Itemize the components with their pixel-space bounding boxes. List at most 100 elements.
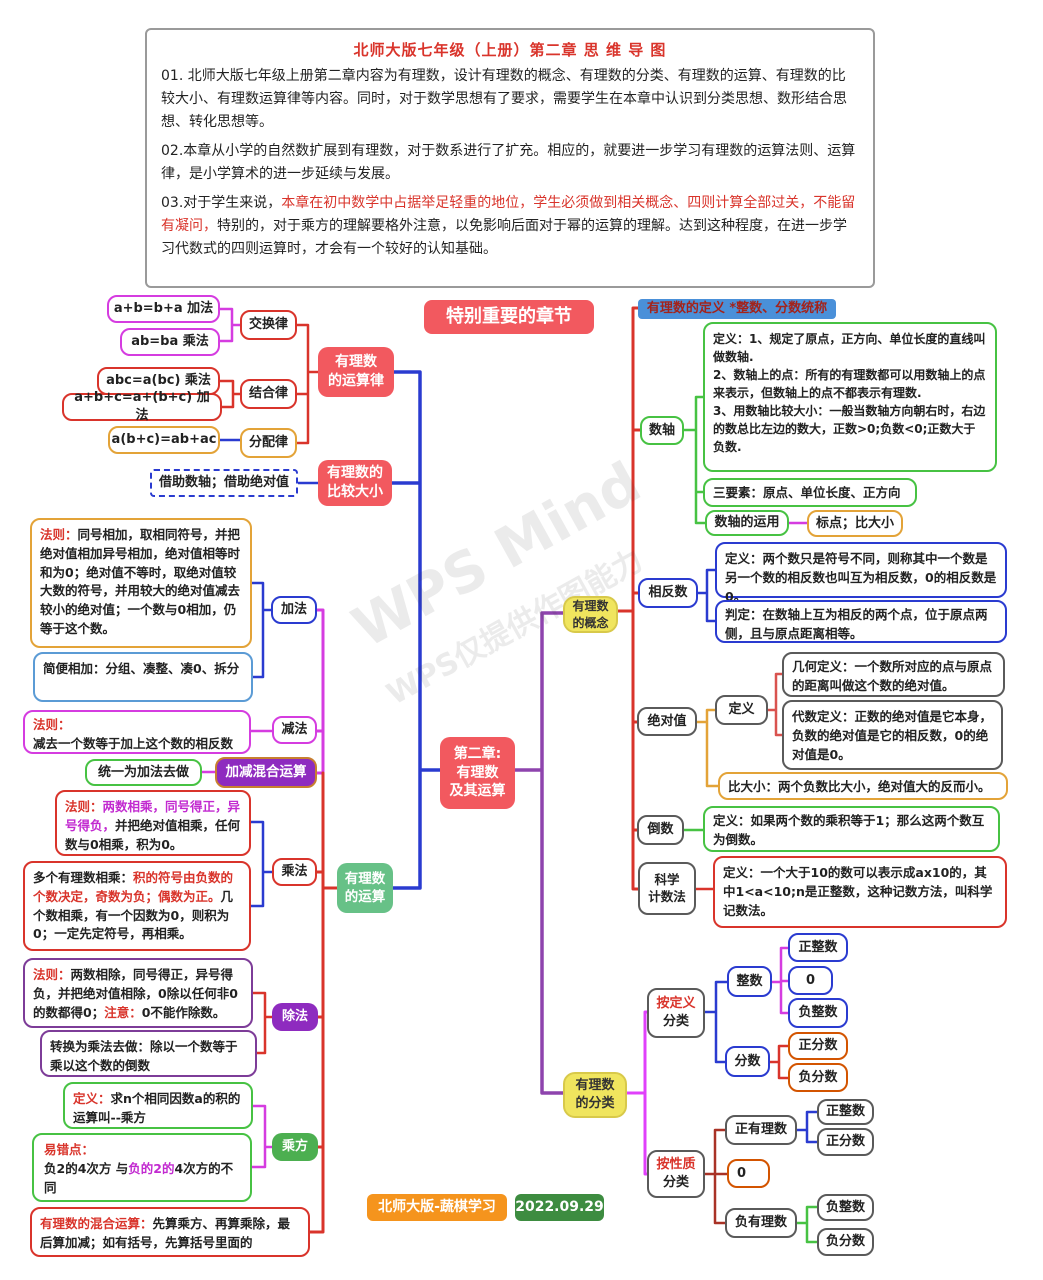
node-power[interactable]: 乘方	[272, 1133, 318, 1161]
node-commutative-law[interactable]: 交换律	[240, 310, 297, 340]
add-rule-text: 同号相加，取相同符号，并把绝对值相加异号相加，绝对值相等时和为0；绝对值不等时，…	[40, 527, 241, 636]
node-law-add-assoc[interactable]: a+b+c=a+(b+c) 加法	[62, 390, 222, 423]
mixed-ops-text: 先算乘方、再算乘除，最后算加减；如有括号，先算括号里面的	[40, 1216, 291, 1250]
node-pos-fraction[interactable]: 正分数	[788, 1032, 848, 1060]
node-abs-geo[interactable]: 几何定义：一个数所对应的点与原点的距离叫做这个数的绝对值。	[782, 652, 1005, 697]
node-pow-def[interactable]: 定义：求n个相同因数a的积的运算叫--乘方	[63, 1082, 253, 1129]
node-pos-rational[interactable]: 正有理数	[725, 1115, 797, 1145]
node-associative-law[interactable]: 结合律	[240, 379, 297, 409]
node-axis-elements[interactable]: 三要素：原点、单位长度、正方向	[703, 478, 917, 507]
edge-main-left	[390, 370, 442, 890]
pow-def-text: 求n个相同因数a的积的运算叫--乘方	[73, 1091, 241, 1125]
node-reciprocal-def[interactable]: 定义：如果两个数的乘积等于1；那么这两个数互为倒数。	[703, 806, 1000, 852]
header-title: 北师大版七年级（上册）第二章 思 维 导 图	[353, 41, 667, 59]
edge-axis-bracket	[682, 395, 707, 525]
brand-badge: 北师大版-蔬棋学习	[367, 1194, 507, 1221]
node-axis-def[interactable]: 定义：1、规定了原点，正方向、单位长度的直线叫做数轴. 2、数轴上的点：所有的有…	[703, 322, 997, 472]
node-addition[interactable]: 加法	[271, 596, 317, 624]
node-by-property[interactable]: 按性质 分类	[647, 1150, 705, 1198]
node-subtraction[interactable]: 减法	[272, 716, 317, 744]
node-integer[interactable]: 整数	[727, 966, 772, 997]
edge-ops-trunk-lower	[308, 771, 339, 1234]
node-scientific-def[interactable]: 定义：一个大于10的数可以表示成ax10的，其中1<a<10;n是正整数，这种记…	[713, 856, 1007, 928]
header-note[interactable]: 北师大版七年级（上册）第二章 思 维 导 图 01. 北师大版七年级上册第二章内…	[145, 28, 875, 288]
date-badge: 2022.09.29	[515, 1194, 604, 1221]
pow-error-text: 负2的4次方 与负的2的4次方的不同	[44, 1160, 240, 1198]
node-abs[interactable]: 绝对值	[637, 707, 697, 736]
node-addsub-mixed[interactable]: 加减混合运算	[215, 757, 317, 788]
node-rational-definition[interactable]: 有理数的定义 *整数、分数统称	[638, 299, 836, 319]
node-opposite-judge[interactable]: 判定：在数轴上互为相反的两个点，位于原点两侧，且与原点距离相等。	[715, 600, 1007, 643]
node-abs-def[interactable]: 定义	[715, 695, 768, 725]
edge-byprop-bracket	[703, 1128, 729, 1225]
edge-concepts-trunk	[616, 306, 642, 891]
pow-error-a: 负2的4次方 与	[44, 1160, 129, 1176]
pow-def-label: 定义：	[73, 1091, 111, 1106]
node-neg-fraction[interactable]: 负分数	[788, 1063, 848, 1092]
node-compare-note[interactable]: 借助数轴；借助绝对值	[150, 469, 298, 497]
node-axis-use[interactable]: 数轴的运用	[705, 510, 789, 536]
node-classification[interactable]: 有理数 的分类	[563, 1072, 627, 1118]
div-rule-text: 两数相除，同号得正，异号得负，并把绝对值相除，0除以任何非0的数都得0；	[33, 967, 238, 1020]
mul-rule-rest: 并把绝对值相乘，任何数与0相乘，积为0。	[65, 817, 241, 852]
node-add-rule[interactable]: 法则：同号相加，取相同符号，并把绝对值相加异号相加，绝对值相等时和为0；绝对值不…	[30, 518, 252, 648]
node-division[interactable]: 除法	[272, 1003, 318, 1031]
node-pos-integer-2[interactable]: 正整数	[817, 1099, 874, 1125]
node-div-convert[interactable]: 转换为乘法去做：除以一个数等于乘以这个数的倒数	[40, 1030, 257, 1077]
node-scientific[interactable]: 科学 计数法	[638, 862, 696, 915]
node-zero-prop[interactable]: 0	[727, 1159, 770, 1188]
mul-multi-red: 积的符号由负数的个数决定，奇数为负；偶数为正。	[33, 870, 234, 904]
node-pow-error[interactable]: 易错点： 负2的4次方 与负的2的4次方的不同	[32, 1133, 252, 1202]
important-chapter-badge[interactable]: 特别重要的章节	[424, 300, 594, 334]
node-pos-fraction-2[interactable]: 正分数	[817, 1128, 874, 1156]
node-abs-alg[interactable]: 代数定义：正数的绝对值是它本身，负数的绝对值是它的相反数，0的绝对值是0。	[782, 700, 1003, 770]
node-reciprocal[interactable]: 倒数	[637, 815, 684, 845]
node-distributive-law[interactable]: 分配律	[240, 428, 297, 458]
mul-rule-red: 两数相乘，同号得正，异号得负，	[65, 799, 241, 833]
classification-line1: 有理数	[575, 1078, 615, 1094]
node-opposite[interactable]: 相反数	[638, 578, 698, 608]
node-addsub-note[interactable]: 统一为加法去做	[85, 759, 202, 786]
node-abs-compare[interactable]: 比大小：两个负数比大小，绝对值大的反而小。	[718, 772, 1008, 800]
header-paragraph-2: 02.本章从小学的自然数扩展到有理数，对于数系进行了扩充。相应的，就要进一步学习…	[161, 143, 856, 183]
node-neg-integer-2[interactable]: 负整数	[817, 1194, 874, 1221]
edge-ops-trunk-upper	[315, 608, 325, 775]
node-multiplication[interactable]: 乘法	[272, 858, 317, 886]
node-div-rule[interactable]: 法则：两数相除，同号得正，异号得负，并把绝对值相除，0除以任何非0的数都得0；注…	[23, 958, 253, 1028]
node-compare-size[interactable]: 有理数的 比较大小	[318, 460, 392, 506]
node-neg-rational[interactable]: 负有理数	[725, 1208, 797, 1238]
edge-associative	[218, 379, 242, 409]
node-axis-use-note[interactable]: 标点；比大小	[807, 510, 903, 537]
node-opposite-def[interactable]: 定义：两个数只是符号不同，则称其中一个数是另一个数的相反数也叫互为相反数，0的相…	[715, 542, 1007, 604]
node-mul-rule[interactable]: 法则：两数相乘，同号得正，异号得负，并把绝对值相乘，任何数与0相乘，积为0。	[55, 790, 251, 856]
mul-multi-rest: 几个数相乘，有一个因数为0，则积为0；一定先定符号，再相乘。	[33, 888, 234, 942]
node-mixed-operations[interactable]: 有理数的混合运算：先算乘方、再算乘除，最后算加减；如有括号，先算括号里面的	[30, 1207, 310, 1257]
edge-absdef-bracket	[766, 672, 784, 737]
node-rational-concept[interactable]: 有理数 的概念	[563, 596, 618, 633]
edge-commutative	[218, 307, 242, 343]
node-neg-integer[interactable]: 负整数	[788, 998, 848, 1028]
node-law-add-comm[interactable]: a+b=b+a 加法	[107, 295, 220, 323]
node-add-simple[interactable]: 简便相加：分组、凑整、凑0、拆分	[33, 652, 253, 702]
node-distributive-formula[interactable]: a(b+c)=ab+ac	[108, 426, 220, 454]
div-note-label: 注意：	[104, 1004, 142, 1020]
node-operation-laws[interactable]: 有理数 的运算律	[318, 347, 394, 397]
node-fraction[interactable]: 分数	[725, 1046, 770, 1077]
node-by-definition[interactable]: 按定义 分类	[647, 988, 705, 1038]
node-rational-operations[interactable]: 有理数 的运算	[337, 863, 393, 913]
node-zero-def[interactable]: 0	[788, 966, 833, 995]
node-axis[interactable]: 数轴	[640, 416, 684, 445]
sub-rule-label: 法则：	[33, 717, 71, 732]
node-law-mul-comm[interactable]: ab=ba 乘法	[120, 328, 220, 356]
node-pos-integer[interactable]: 正整数	[788, 933, 848, 962]
node-mul-multi[interactable]: 多个有理数相乘：积的符号由负数的个数决定，奇数为负；偶数为正。几个数相乘，有一个…	[23, 861, 251, 951]
node-chapter-root[interactable]: 第二章: 有理数 及其运算	[440, 737, 515, 809]
concept-line1: 有理数	[572, 599, 609, 614]
node-sub-rule[interactable]: 法则： 减去一个数等于加上这个数的相反数	[23, 710, 251, 754]
edge-pow-bracket	[250, 1104, 274, 1169]
header-paragraph-3: 03.对于学生来说，本章在初中数学中占据举足轻重的地位，学生必须做到相关概念、四…	[161, 192, 859, 261]
edge-add-bracket	[250, 581, 273, 679]
node-neg-fraction-2[interactable]: 负分数	[817, 1228, 874, 1256]
edge-negrat-bracket	[795, 1205, 819, 1244]
